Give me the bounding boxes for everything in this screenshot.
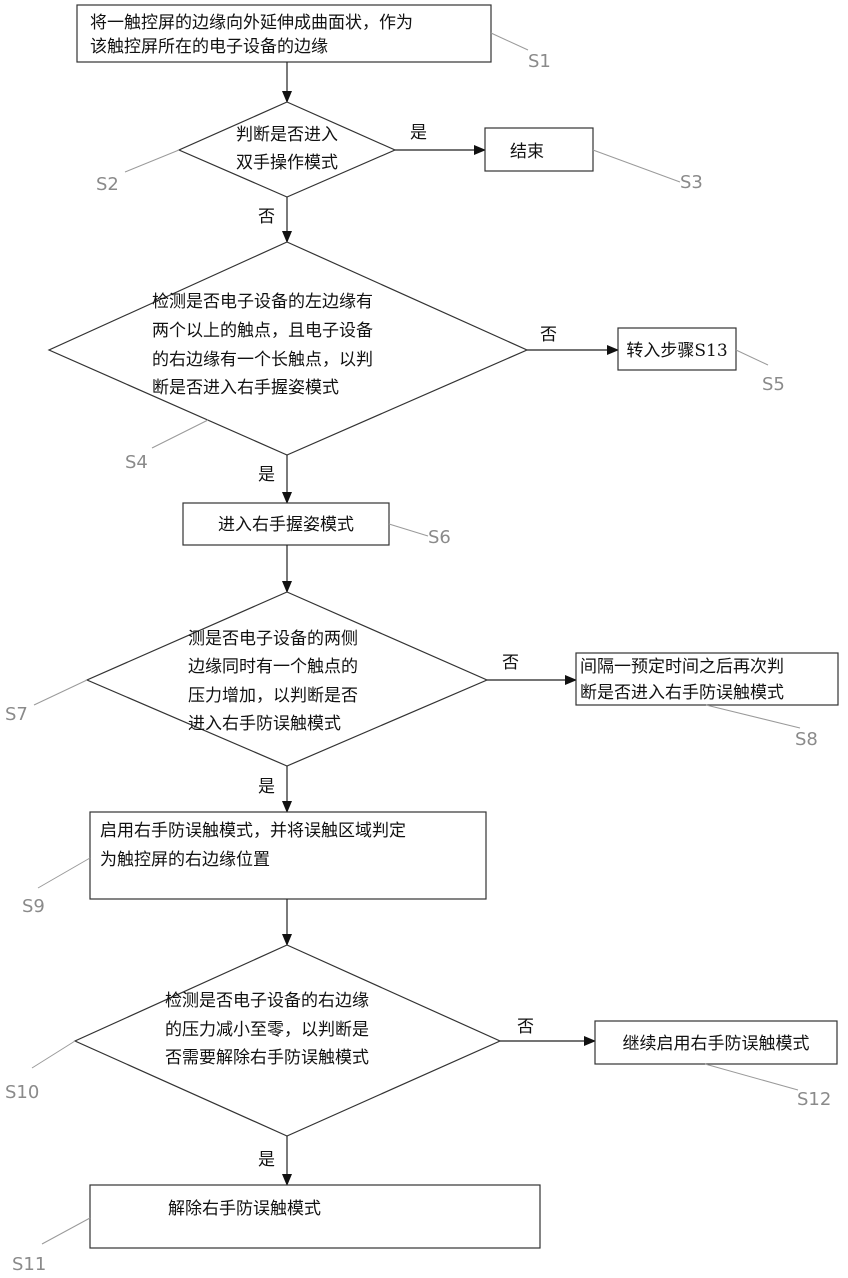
s8-line-2: 断是否进入右手防误触模式: [580, 683, 784, 703]
step-label-s2: S2: [96, 174, 119, 195]
edge-label-s2-no: 否: [258, 207, 275, 227]
s1-line-1: 将一触控屏的边缘向外延伸成曲面状，作为: [90, 13, 413, 33]
decision-s10: 检测是否电子设备的右边缘 的压力减小至零，以判断是 否需要解除右手防误触模式: [75, 945, 500, 1136]
s4-leader: [152, 420, 208, 448]
edge-label-s4-yes: 是: [258, 465, 275, 485]
s10-line-2: 的压力减小至零，以判断是: [165, 1020, 369, 1040]
step-label-s5: S5: [762, 374, 785, 395]
step-label-s9: S9: [22, 896, 45, 917]
s1-line-2: 该触控屏所在的电子设备的边缘: [90, 37, 328, 57]
edge-label-s4-no: 否: [540, 325, 557, 345]
s5-line-1: 转入步骤S13: [626, 341, 727, 361]
s12-line-1: 继续启用右手防误触模式: [623, 1034, 810, 1054]
s3-leader: [593, 150, 680, 182]
s9-line-2: 为触控屏的右边缘位置: [100, 850, 270, 870]
s2-line-1: 判断是否进入: [236, 125, 338, 145]
s4-line-3: 的右边缘有一个长触点，以判: [152, 350, 373, 370]
s9-line-1: 启用右手防误触模式，并将误触区域判定: [100, 821, 406, 841]
step-s8-box: 间隔一预定时间之后再次判 断是否进入右手防误触模式: [576, 653, 838, 705]
s2-line-2: 双手操作模式: [236, 153, 338, 173]
s7-line-1: 测是否电子设备的两侧: [188, 629, 358, 649]
step-label-s6: S6: [428, 527, 451, 548]
step-s11-box: 解除右手防误触模式: [90, 1185, 540, 1248]
step-s5-box: 转入步骤S13: [618, 328, 736, 370]
s7-line-4: 进入右手防误触模式: [188, 714, 341, 734]
edge-label-s10-no: 否: [517, 1017, 534, 1037]
s10-line-3: 否需要解除右手防误触模式: [165, 1048, 369, 1068]
step-label-s12: S12: [797, 1089, 831, 1110]
s9-leader: [38, 858, 90, 888]
s4-line-2: 两个以上的触点，且电子设备: [152, 321, 373, 341]
s10-line-1: 检测是否电子设备的右边缘: [165, 991, 369, 1011]
s11-leader: [42, 1218, 90, 1244]
step-label-s10: S10: [5, 1082, 39, 1103]
step-s3-box: 结束: [485, 128, 593, 171]
step-label-s7: S7: [5, 704, 28, 725]
s7-line-3: 压力增加，以判断是否: [188, 686, 358, 706]
step-label-s11: S11: [12, 1254, 46, 1275]
decision-s2: 判断是否进入 双手操作模式: [179, 102, 395, 197]
step-label-s4: S4: [125, 452, 148, 473]
decision-s4: 检测是否电子设备的左边缘有 两个以上的触点，且电子设备 的右边缘有一个长触点，以…: [49, 242, 527, 455]
step-s9-box: 启用右手防误触模式，并将误触区域判定 为触控屏的右边缘位置: [90, 812, 486, 899]
s4-line-4: 断是否进入右手握姿模式: [152, 378, 339, 398]
s11-line-1: 解除右手防误触模式: [168, 1199, 321, 1219]
s10-leader: [32, 1041, 75, 1068]
step-s6-box: 进入右手握姿模式: [183, 503, 389, 545]
s5-leader: [736, 350, 768, 365]
step-s12-box: 继续启用右手防误触模式: [595, 1021, 837, 1064]
step-label-s3: S3: [680, 172, 703, 193]
s4-line-1: 检测是否电子设备的左边缘有: [152, 292, 373, 312]
s7-leader: [34, 680, 87, 705]
s3-line-1: 结束: [510, 142, 544, 162]
s8-line-1: 间隔一预定时间之后再次判: [580, 657, 784, 677]
s12-leader: [705, 1064, 798, 1090]
edge-label-s10-yes: 是: [258, 1150, 275, 1170]
step-s1-box: 将一触控屏的边缘向外延伸成曲面状，作为 该触控屏所在的电子设备的边缘: [77, 5, 491, 62]
edge-label-s7-yes: 是: [258, 777, 275, 797]
s2-leader: [125, 150, 179, 172]
s6-leader: [389, 524, 428, 536]
edge-label-s7-no: 否: [502, 653, 519, 673]
s7-line-2: 边缘同时有一个触点的: [188, 657, 358, 677]
s6-line-1: 进入右手握姿模式: [218, 515, 354, 535]
edge-label-s2-yes: 是: [410, 123, 427, 143]
step-label-s1: S1: [528, 51, 551, 72]
step-label-s8: S8: [795, 729, 818, 750]
decision-s7: 测是否电子设备的两侧 边缘同时有一个触点的 压力增加，以判断是否 进入右手防误触…: [87, 592, 487, 766]
s8-leader: [706, 705, 800, 728]
s1-leader: [491, 33, 528, 50]
